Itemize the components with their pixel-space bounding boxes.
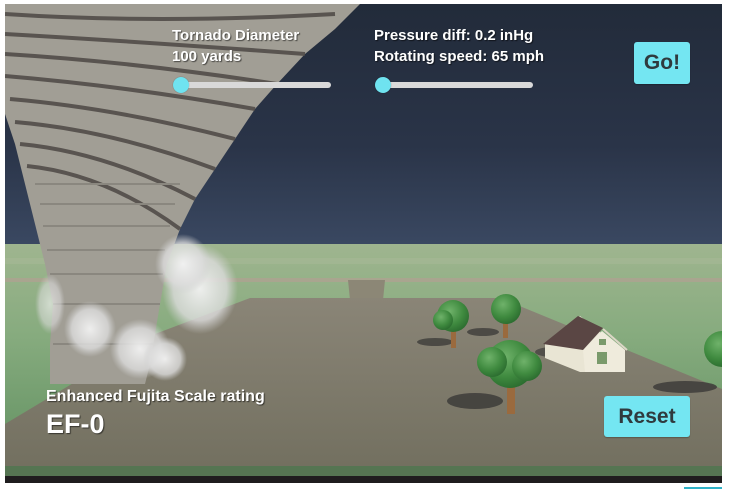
dust-cloud (35, 234, 238, 381)
ef-rating-value: EF-0 (46, 409, 105, 439)
diameter-title: Tornado Diameter (172, 27, 300, 44)
rotating-speed-label: Rotating speed: 65 mph (374, 48, 545, 65)
reset-button[interactable]: Reset (604, 396, 690, 437)
tornado-scene (5, 4, 722, 476)
pressure-slider-track[interactable] (383, 82, 533, 88)
pressure-slider-thumb[interactable] (375, 77, 391, 93)
house (543, 316, 628, 372)
diameter-slider-track[interactable] (181, 82, 331, 88)
simulation-viewport: Tornado Diameter 100 yards Pressure diff… (5, 4, 722, 476)
go-button[interactable]: Go! (634, 42, 690, 84)
pressure-slider[interactable] (375, 77, 533, 93)
tree (477, 340, 542, 414)
diameter-value: 100 yards (172, 48, 242, 65)
ef-rating-caption: Enhanced Fujita Scale rating (46, 388, 265, 405)
ground-plane (5, 298, 722, 466)
tree (491, 294, 521, 338)
tree (704, 331, 722, 367)
diameter-slider[interactable] (173, 77, 331, 93)
tree (433, 300, 469, 348)
diameter-slider-thumb[interactable] (173, 77, 189, 93)
pressure-diff-label: Pressure diff: 0.2 inHg (374, 27, 534, 44)
tornado-funnel (5, 4, 360, 384)
viewport-bottom-bar (5, 476, 722, 483)
accent-line (684, 487, 722, 489)
road (348, 280, 385, 300)
